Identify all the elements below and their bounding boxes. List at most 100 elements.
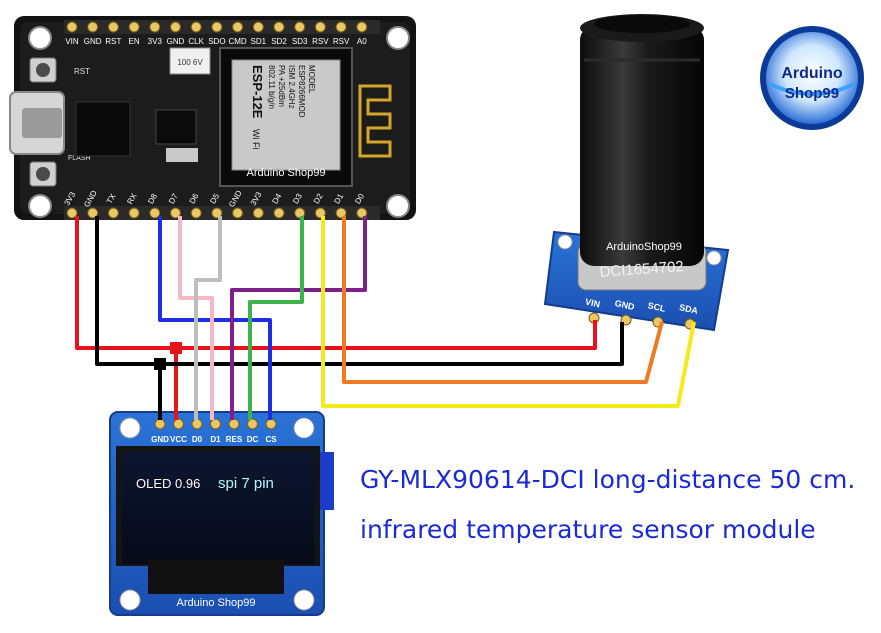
oled-pin-hole (247, 418, 258, 430)
oled-screen-text-2: spi 7 pin (218, 475, 274, 492)
svg-text:PA +25dBm: PA +25dBm (277, 65, 286, 107)
wires (75, 216, 696, 420)
pin-hole (273, 207, 285, 219)
sensor-pin-label-0: VIN (584, 297, 601, 310)
oled-pin-hole (191, 418, 203, 430)
top-pin-label-4: 3V3 (148, 37, 163, 46)
wire-d3-dc (248, 216, 304, 420)
top-pin-header (66, 21, 368, 33)
svg-text:ESP8266MOD: ESP8266MOD (297, 65, 306, 118)
top-pin-label-1: GND (84, 37, 102, 46)
top-pin-label-9: SD1 (251, 37, 267, 46)
svg-text:ISM 2.4GHz: ISM 2.4GHz (287, 65, 296, 109)
top-pin-label-7: SDO (208, 37, 225, 46)
flash-label: FLASH (68, 155, 91, 162)
top-pin-label-13: RSV (333, 37, 350, 46)
oled-pin-label-1: VCC (170, 435, 187, 444)
top-pin-label-12: RSV (312, 37, 329, 46)
capacitor (169, 47, 211, 75)
top-pin-label-6: CLK (188, 37, 204, 46)
pin-hole (87, 207, 99, 219)
pin-hole (314, 207, 326, 219)
svg-text:802.11 b/g/n: 802.11 b/g/n (267, 65, 276, 109)
oled-pin-label-3: D1 (210, 435, 221, 444)
pin-hole (294, 21, 306, 33)
svg-text:MODEL: MODEL (307, 65, 316, 94)
pin-hole (87, 21, 99, 33)
pin-hole (356, 207, 368, 219)
svg-text:Wi Fi: Wi Fi (251, 129, 261, 150)
sensor-pin-label-3: SDA (678, 302, 699, 316)
top-pin-label-14: A0 (357, 37, 367, 46)
oled-pin-hole (173, 418, 184, 430)
wire-d2-sda (321, 216, 696, 408)
pin-hole (232, 207, 244, 219)
pin-hole (170, 21, 181, 33)
pin-hole (335, 21, 347, 33)
pin-hole (128, 21, 140, 33)
pin-hole (232, 21, 244, 33)
top-pin-label-10: SD2 (271, 37, 287, 46)
wire-d6-d0 (194, 216, 222, 420)
svg-text:100 6V: 100 6V (177, 58, 203, 67)
pin-hole (335, 207, 347, 219)
oled-pin-hole (210, 418, 221, 430)
arduinoshop99-logo: Arduino Shop99 (760, 26, 864, 130)
pin-hole (190, 207, 202, 219)
caption-line-2: infrared temperature sensor module (360, 515, 816, 544)
pin-hole (211, 21, 223, 33)
pin-hole (170, 207, 181, 219)
wire-3v3-vcc (75, 216, 597, 420)
pin-hole (128, 207, 140, 219)
sensor-pin-label-1: GND (614, 298, 636, 312)
wire-d8-cs (158, 216, 272, 420)
pin-hole (107, 207, 119, 219)
module-text: MODEL ESP8266MOD ISM 2.4GHz PA +25dBm 80… (250, 65, 316, 150)
sensor-label: DCI1654702 (599, 258, 684, 281)
svg-text:Arduino: Arduino (781, 65, 843, 82)
pin-hole (149, 207, 161, 219)
sensor-pin-label-2: SCL (647, 300, 667, 314)
svg-text:Shop99: Shop99 (785, 85, 839, 102)
caption-line-1: GY-MLX90614-DCI long-distance 50 cm. (360, 465, 856, 494)
pin-hole (107, 21, 119, 33)
pin-hole (66, 21, 78, 33)
oled-pin-label-6: CS (265, 435, 277, 444)
oled-pin-hole (228, 418, 240, 430)
oled-pin-hole (154, 418, 166, 430)
top-pin-label-5: GND (167, 37, 185, 46)
top-pin-label-0: VIN (65, 37, 79, 46)
top-pin-label-3: EN (129, 37, 140, 46)
oled-pin-label-2: D0 (192, 435, 203, 444)
svg-text:ESP-12E: ESP-12E (250, 65, 265, 119)
pin-hole (190, 21, 202, 33)
oled-pin-label-0: GND (151, 435, 169, 444)
oled-pin-label-4: RES (226, 435, 243, 444)
oled-watermark: Arduino Shop99 (177, 597, 256, 609)
wire-d0-res (230, 216, 367, 420)
sensor-watermark: ArduinoShop99 (606, 241, 682, 253)
oled-screen (122, 452, 314, 564)
nodemcu-watermark: Arduino Shop99 (247, 167, 326, 179)
voltage-regulator (155, 109, 197, 145)
rst-label: RST (74, 67, 90, 76)
top-pin-label-2: RST (105, 37, 121, 46)
pin-hole (149, 21, 161, 33)
oled-pin-label-5: DC (247, 435, 259, 444)
sensor-tube (580, 26, 704, 266)
oled-pin-hole (265, 418, 277, 430)
wire-d1-scl (342, 216, 664, 384)
pin-hole (252, 21, 264, 33)
bottom-pin-header (66, 207, 368, 219)
ir-sensor-module: DCI1654702 ArduinoShop99 VIN GND SCL SDA (543, 14, 730, 332)
pcb-antenna (358, 84, 392, 158)
pin-hole (356, 21, 368, 33)
pin-hole (66, 207, 78, 219)
top-pin-label-11: SD3 (292, 37, 308, 46)
pin-hole (211, 207, 223, 219)
oled-screen-text-1: OLED 0.96 (136, 476, 200, 491)
